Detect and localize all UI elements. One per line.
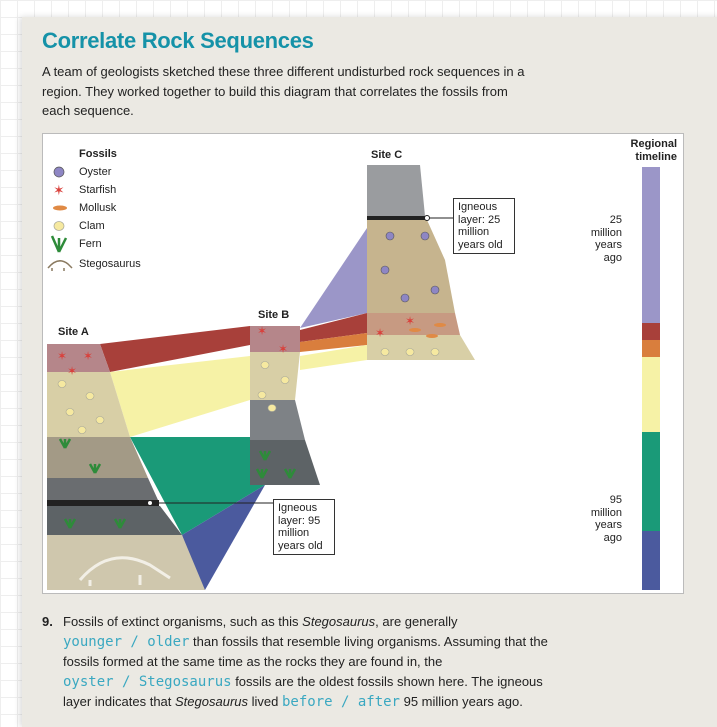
question-text: 95 million years ago. — [400, 694, 523, 709]
question-italic: Stegosaurus — [175, 694, 249, 709]
band-orange — [300, 333, 367, 352]
fern-icon — [283, 468, 297, 479]
starfish-icon: ✶ — [278, 342, 288, 356]
mollusk-icon — [53, 205, 67, 211]
legend-title: Fossils — [79, 148, 117, 160]
clam-icon — [77, 426, 87, 434]
fern-icon — [258, 450, 272, 461]
fern-icon — [63, 518, 77, 529]
clam-icon — [267, 404, 277, 412]
stegosaurus-icon — [47, 260, 73, 271]
callout-igneous-25: Igneous layer: 25 million years old — [453, 198, 515, 254]
band-red — [100, 326, 250, 372]
question-text: lived — [248, 694, 282, 709]
fern-icon — [88, 463, 102, 474]
clam-icon — [53, 221, 65, 231]
starfish-icon: ✶ — [83, 349, 93, 363]
question-text: than fossils that resemble living organi… — [63, 633, 548, 670]
clam-icon — [280, 376, 290, 384]
band-green — [130, 437, 265, 535]
clam-icon — [257, 391, 267, 399]
question-9: 9. Fossils of extinct organisms, such as… — [42, 612, 562, 713]
starfish-icon: ✶ — [53, 182, 65, 198]
fern-icon — [58, 438, 72, 449]
clam-icon — [260, 361, 270, 369]
legend-clam: Clam — [79, 220, 105, 232]
mollusk-icon — [434, 323, 446, 327]
fern-icon — [50, 235, 68, 253]
timeline-title: Regional timeline — [630, 138, 677, 163]
starfish-icon: ✶ — [67, 364, 77, 378]
question-italic: Stegosaurus — [302, 614, 376, 629]
legend-oyster: Oyster — [79, 166, 112, 178]
timeline-label-95: 95 million years ago — [590, 494, 622, 544]
site-b-label: Site B — [258, 309, 290, 321]
callout-igneous-95: Igneous layer: 95 million years old — [273, 499, 335, 555]
starfish-icon: ✶ — [257, 324, 267, 338]
band-red-bc — [300, 313, 367, 342]
starfish-icon: ✶ — [405, 314, 415, 328]
clam-icon — [380, 348, 390, 356]
site-a-label: Site A — [58, 326, 89, 338]
legend-stegosaurus: Stegosaurus — [79, 258, 141, 270]
oyster-icon — [385, 231, 395, 241]
clam-icon — [430, 348, 440, 356]
clam-icon — [85, 392, 95, 400]
oyster-icon — [420, 231, 430, 241]
legend-icons: ✶ — [47, 166, 73, 271]
answer-choice-3[interactable]: before / after — [281, 694, 400, 710]
answer-choice-1[interactable]: younger / older — [63, 633, 190, 650]
mollusk-icon — [409, 328, 421, 332]
oyster-icon — [380, 265, 390, 275]
starfish-icon: ✶ — [57, 349, 67, 363]
clam-icon — [57, 380, 67, 388]
legend-starfish: Starfish — [79, 184, 117, 196]
band-purple — [300, 228, 367, 328]
mollusk-icon — [426, 334, 438, 338]
band-blue — [182, 485, 265, 590]
stegosaurus-fossil — [78, 556, 171, 586]
intro-text: A team of geologists sketched these thre… — [42, 64, 525, 118]
site-c-label: Site C — [371, 149, 403, 161]
clam-icon — [65, 408, 75, 416]
legend-fern: Fern — [79, 238, 102, 250]
starfish-icon: ✶ — [375, 326, 385, 340]
oyster-icon — [53, 166, 65, 178]
question-text: fossils are the oldest fossils shown her… — [63, 673, 543, 710]
legend-mollusk: Mollusk — [79, 202, 117, 214]
clam-icon — [95, 416, 105, 424]
timeline-label-25: 25 million years ago — [590, 214, 622, 264]
answer-choice-2[interactable]: oyster / Stegosaurus — [63, 673, 232, 690]
question-text: Fossils of extinct organisms, such as th… — [63, 614, 303, 629]
fern-icon — [255, 468, 269, 479]
oyster-icon — [430, 285, 440, 295]
clam-icon — [405, 348, 415, 356]
fern-icon — [113, 518, 127, 529]
site-b-column — [250, 326, 320, 485]
band-yellow — [110, 356, 250, 437]
question-text: , are generally — [375, 614, 458, 629]
band-yellow-bc — [300, 345, 367, 370]
oyster-icon — [400, 293, 410, 303]
page-title: Correlate Rock Sequences — [42, 28, 314, 53]
regional-timeline-bar — [642, 167, 660, 590]
question-number: 9. — [42, 614, 53, 629]
